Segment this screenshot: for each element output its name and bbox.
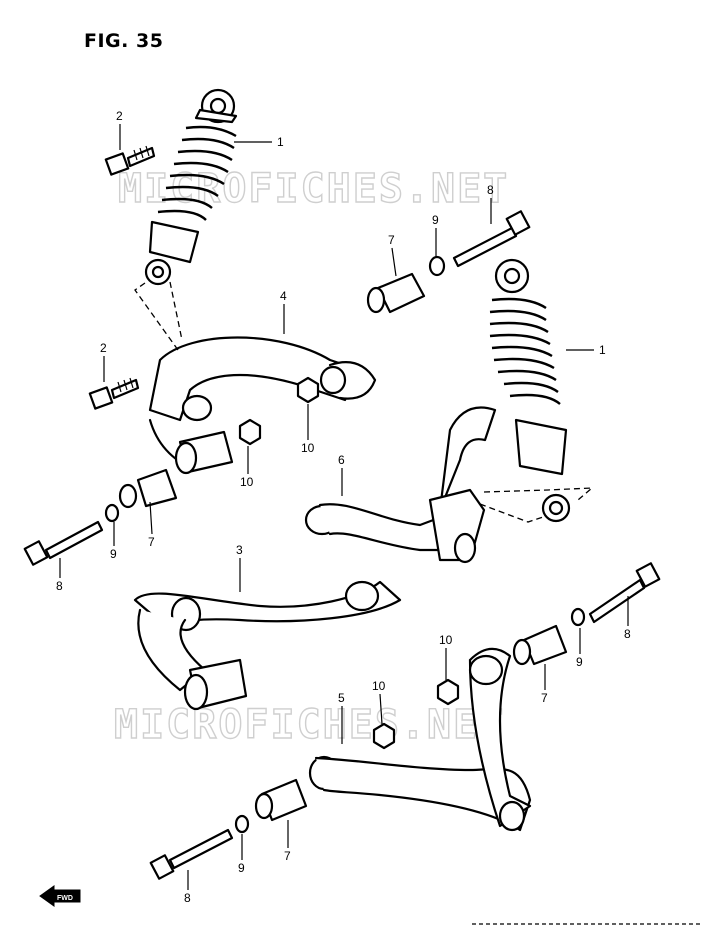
washer-upper-right	[428, 255, 446, 277]
callout-10-middle: 10	[240, 475, 254, 489]
bolt-left	[88, 377, 140, 410]
suspension-arm-5	[308, 647, 532, 832]
suspension-arm-4	[148, 336, 377, 475]
forward-direction-label: FWD	[57, 895, 73, 902]
washer-left	[104, 503, 120, 523]
long-bolt-bottom	[149, 828, 234, 880]
bushing-lower-right	[512, 624, 568, 666]
nut-lower-right	[436, 678, 460, 706]
callout-7-upper-right: 7	[388, 233, 395, 247]
bushing-bottom	[254, 778, 308, 822]
callout-10-bottom: 10	[372, 679, 386, 693]
callout-8-left: 8	[56, 579, 63, 593]
long-bolt-lower-right	[588, 562, 661, 624]
callout-4: 4	[280, 289, 287, 303]
callout-1-top: 1	[277, 135, 284, 149]
nut-middle	[238, 418, 262, 446]
shock-absorber-left	[144, 88, 238, 286]
callout-7-bottom: 7	[284, 849, 291, 863]
washer-bottom	[234, 814, 250, 834]
callout-3: 3	[236, 543, 243, 557]
forward-direction-arrow: FWD	[39, 885, 81, 907]
nut-upper	[296, 376, 320, 404]
leader-lines	[59, 124, 629, 890]
callout-9-bottom: 9	[238, 861, 245, 875]
watermark-top: MICROFICHES.NET	[118, 166, 509, 212]
callout-6: 6	[338, 453, 345, 467]
callout-10-upper: 10	[301, 441, 315, 455]
callout-8-bottom: 8	[184, 891, 191, 905]
watermark-bottom: MICROFICHES.NET	[114, 702, 505, 748]
alignment-line-right-shock	[479, 487, 594, 523]
callout-2-top: 2	[116, 109, 123, 123]
figure-title: FIG. 35	[84, 30, 164, 52]
callout-5: 5	[338, 691, 345, 705]
callout-8-upper-right: 8	[487, 183, 494, 197]
callout-10-lower-right: 10	[439, 633, 453, 647]
washer-lower-right	[570, 607, 586, 627]
callout-8-lower-right: 8	[624, 627, 631, 641]
bushing-upper-right	[366, 272, 426, 314]
callout-9-upper-right: 9	[432, 213, 439, 227]
callout-7-left: 7	[148, 535, 155, 549]
callout-1-right: 1	[599, 343, 606, 357]
long-bolt-left	[23, 520, 104, 566]
long-bolt-upper-right	[452, 210, 531, 268]
callout-9-left: 9	[110, 547, 117, 561]
alignment-line-left-shock	[134, 281, 183, 351]
bolt-top	[104, 145, 156, 176]
callout-7-lower-right: 7	[541, 691, 548, 705]
bushing-left	[118, 468, 178, 509]
nut-bottom	[372, 722, 396, 750]
suspension-arm-6	[304, 406, 497, 564]
callout-9-lower-right: 9	[576, 655, 583, 669]
callout-2-left: 2	[100, 341, 107, 355]
suspension-arm-3	[133, 580, 402, 711]
shock-absorber-right	[489, 258, 571, 523]
